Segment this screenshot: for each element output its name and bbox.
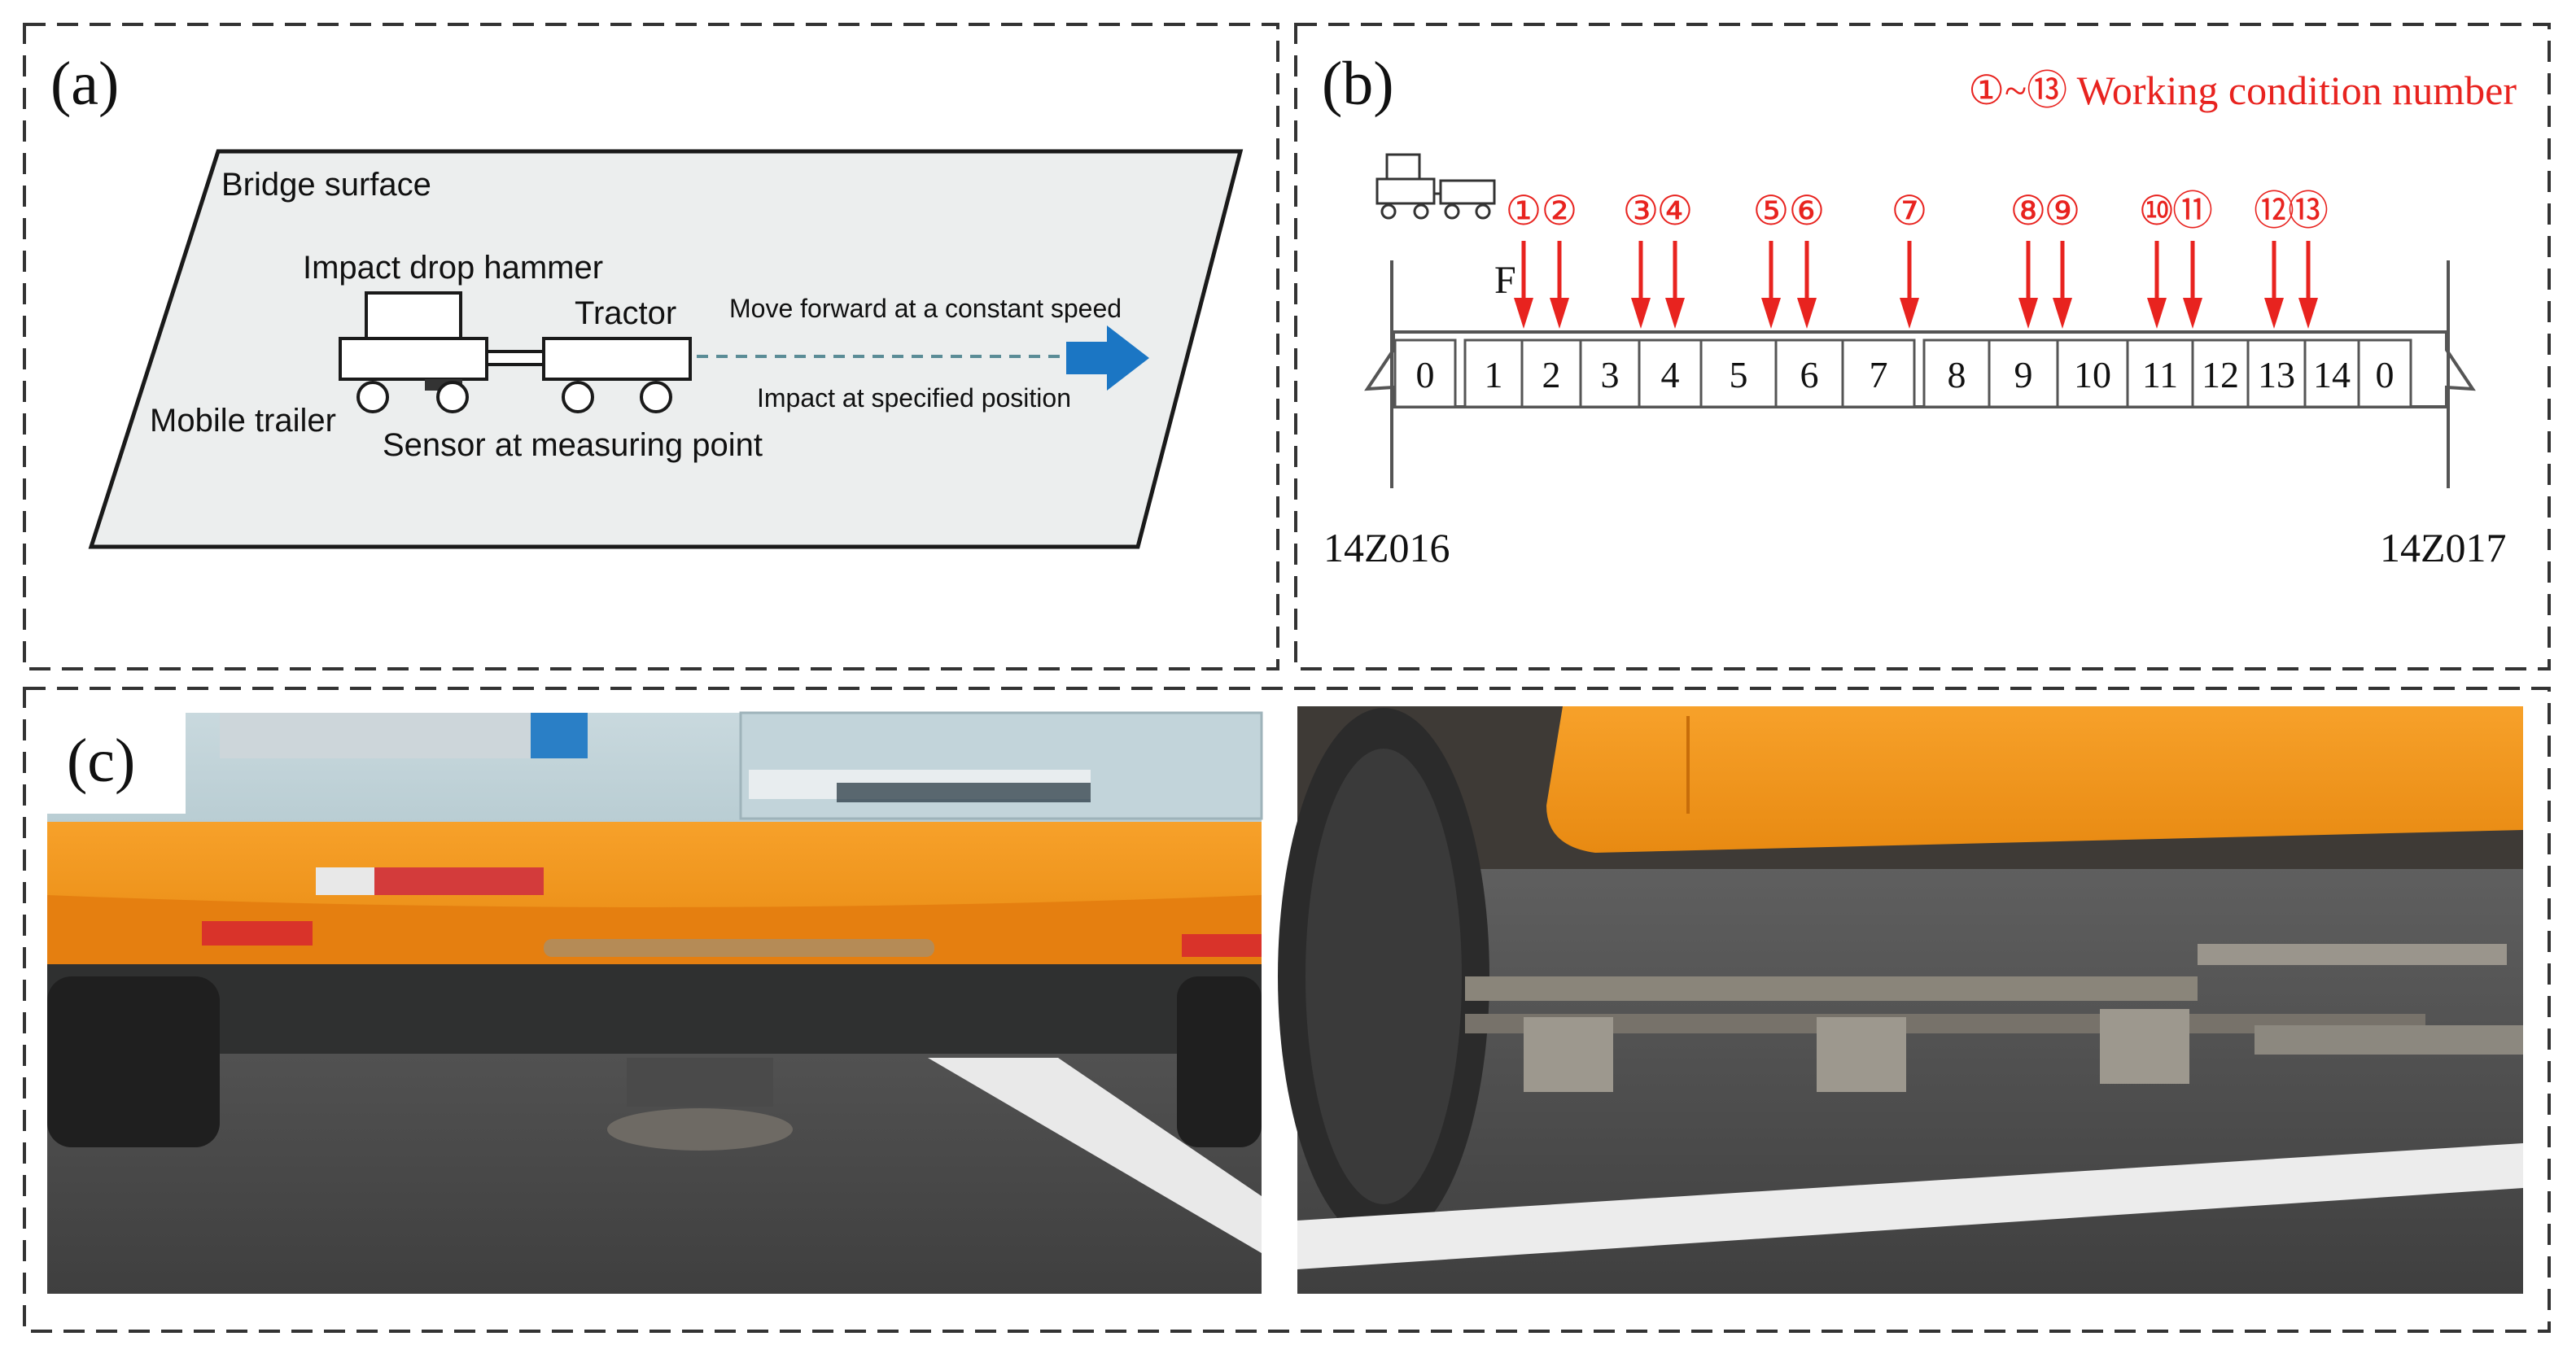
segment-number: 0 (2376, 354, 2394, 395)
condition-number: ⑨ (2045, 187, 2081, 234)
condition-number: ⑪ (2172, 187, 2213, 234)
load-arrow-head (2183, 298, 2202, 329)
segment-number: 13 (2258, 354, 2295, 395)
beam-segment-cell (2357, 338, 2412, 408)
load-arrow-head (1665, 298, 1685, 329)
beam-segment-cell (1520, 338, 1582, 408)
left-photo (47, 711, 1263, 1294)
condition-number: ④ (1657, 187, 1694, 234)
trailer-wheel-right (436, 381, 469, 413)
segment-number: 2 (1542, 354, 1561, 395)
load-arrow-head (2298, 298, 2318, 329)
left-support-label: 14Z016 (1323, 525, 1450, 570)
sensor-label: Sensor at measuring point (383, 427, 763, 463)
left-break-mark (1364, 332, 1395, 407)
condition-number: ⑥ (1789, 187, 1826, 234)
impact-position-label: Impact at specified position (757, 383, 1071, 413)
panel-a: (a) Bridge surface Impact drop hammer Tr… (50, 50, 1244, 549)
load-arrow-head (2147, 298, 2167, 329)
right-break-mark (2445, 332, 2476, 407)
segment-number: 0 (1416, 354, 1435, 395)
condition-number: ② (1542, 187, 1578, 234)
segment-number: 4 (1661, 354, 1680, 395)
drop-hammer-box (365, 291, 462, 340)
impact-drop-hammer-label: Impact drop hammer (303, 250, 603, 286)
beam-segment-cell (1841, 338, 1916, 408)
panel-c: (c) (47, 706, 2523, 1294)
segment-number: 11 (2142, 354, 2178, 395)
load-arrow-head (2053, 298, 2072, 329)
right-photo (1278, 706, 2523, 1294)
load-arrow-head (1900, 298, 1919, 329)
segment-number: 3 (1601, 354, 1620, 395)
tractor-wheel-left (562, 381, 594, 413)
panel-c-label: (c) (67, 727, 135, 795)
beam-segment-cell (1393, 338, 1457, 408)
load-arrow-head (1761, 298, 1781, 329)
panel-a-border (23, 23, 1279, 670)
segment-number: 1 (1485, 354, 1503, 395)
beam-segment-cell (2246, 338, 2307, 408)
panel-c-border (23, 687, 2551, 1333)
move-forward-label: Move forward at a constant speed (729, 294, 1122, 323)
segment-number: 8 (1948, 354, 1966, 395)
load-arrow-head (1550, 298, 1569, 329)
tractor-label: Tractor (575, 295, 676, 331)
load-arrow-head (2018, 298, 2038, 329)
panel-b: (b) ①~⑬ Working condition number F 14Z01… (1322, 50, 2517, 570)
tow-bar (485, 350, 545, 366)
condition-number: ① (1506, 187, 1542, 234)
segment-number: 14 (2313, 354, 2351, 395)
panel-a-label: (a) (50, 50, 119, 118)
segment-number: 9 (2014, 354, 2033, 395)
force-label: F (1494, 259, 1516, 302)
segment-number: 7 (1870, 354, 1888, 395)
mobile-trailer-label: Mobile trailer (150, 403, 336, 439)
vehicle-pictogram (1375, 153, 1496, 220)
panel-b-border (1294, 23, 2551, 670)
beam-segment-cell (1774, 338, 1844, 408)
load-arrow-head (1631, 298, 1651, 329)
load-arrow-head (1797, 298, 1817, 329)
panel-b-label: (b) (1322, 50, 1394, 118)
beam-segment-cell (1922, 338, 1991, 408)
condition-number: ⑤ (1753, 187, 1790, 234)
beam-segment-cell (2191, 338, 2250, 408)
condition-number: ⑫ (2254, 187, 2294, 234)
segment-number: 5 (1730, 354, 1748, 395)
condition-legend: ①~⑬ Working condition number (1968, 68, 2517, 113)
bridge-surface-label: Bridge surface (221, 167, 431, 203)
condition-number: ⑦ (1892, 187, 1928, 234)
segment-number: 12 (2202, 354, 2239, 395)
tractor-wheel-right (640, 381, 672, 413)
right-support-label: 14Z017 (2380, 525, 2507, 570)
load-arrow-head (1514, 298, 1533, 329)
beam-segment-cell (2056, 338, 2129, 408)
condition-number: ⑩ (2139, 187, 2176, 234)
direction-arrow (1066, 325, 1149, 391)
condition-number: ③ (1623, 187, 1660, 234)
beam-segment-cell (1638, 338, 1703, 408)
load-arrow-head (2264, 298, 2284, 329)
segment-number: 6 (1800, 354, 1819, 395)
condition-number: ⑧ (2010, 187, 2047, 234)
tractor-body (542, 337, 692, 381)
condition-number: ⑬ (2288, 187, 2329, 234)
mobile-trailer-body (339, 337, 488, 381)
trailer-wheel-left (356, 381, 389, 413)
segment-number: 10 (2074, 354, 2111, 395)
